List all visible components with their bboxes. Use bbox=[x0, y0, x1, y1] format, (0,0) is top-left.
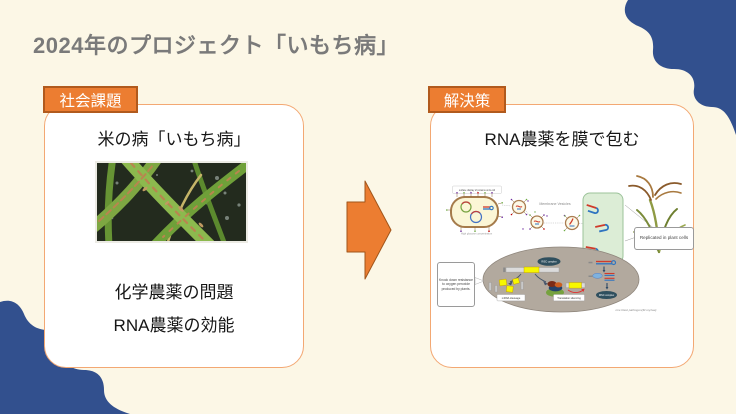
rice-blast-photo bbox=[85, 149, 252, 252]
right-card-heading: RNA農薬を膜で包む bbox=[484, 130, 640, 149]
membrane-vesicle-2 bbox=[529, 214, 545, 230]
rice-leaves bbox=[85, 149, 252, 252]
social-issue-card: 米の病「いもち病」 bbox=[44, 104, 304, 368]
ecoli-surface-spikes bbox=[447, 193, 502, 231]
glucose-caption: High glucose concentration bbox=[461, 232, 493, 236]
spike-tips bbox=[446, 192, 503, 232]
left-card-point-1: 化学農薬の問題 bbox=[114, 283, 234, 302]
mrna-fragments bbox=[488, 277, 524, 293]
ecoli-cell: surface display of proteins on E.coli bbox=[446, 185, 503, 236]
hairpin-rna bbox=[595, 223, 610, 233]
corner-blob-bottom-left-icon bbox=[0, 300, 130, 414]
corner-blob-top-right-icon bbox=[624, 0, 736, 135]
dicer-pathway: RISC complex bbox=[588, 260, 617, 299]
rice-blast-photo-frame bbox=[85, 149, 252, 252]
pathogen-label: rice blast pathogen(M.oryzae) bbox=[616, 308, 657, 312]
knockdown-callout-pointer bbox=[474, 277, 485, 285]
left-card-point-2: RNA農薬の効能 bbox=[113, 316, 235, 335]
rna-pesticide-diagram: surface display of proteins on E.coli bbox=[446, 175, 686, 313]
vesicles-label: Membrane Vesicles bbox=[539, 202, 571, 206]
mrna-cleavage-label: mRNA cleavage bbox=[502, 296, 521, 300]
membrane-vesicle-1 bbox=[510, 198, 528, 216]
slide-title: 2024年のプロジェクト「いもち病」 bbox=[33, 33, 399, 58]
risc-complex-top bbox=[537, 257, 561, 266]
blast-lesions bbox=[142, 186, 204, 228]
membrane-vesicle-3 bbox=[563, 214, 581, 232]
ecoli-caption: surface display of proteins on E.coli bbox=[459, 189, 496, 192]
translation-silencing-label: Translation silencing bbox=[557, 296, 581, 300]
knockdown-callout: Knock down resistance to oxygen peroxide… bbox=[437, 262, 475, 307]
transition-arrow-icon bbox=[346, 180, 392, 280]
hairpin-rna bbox=[586, 204, 599, 214]
left-card-heading: 米の病「いもち病」 bbox=[97, 130, 251, 149]
solution-card: RNA農薬を膜で包む surface display of proteins o… bbox=[430, 104, 694, 368]
risc-complex-bottom-label: RISC complex bbox=[599, 294, 615, 297]
replicated-callout: Replicated in plant cells bbox=[634, 227, 694, 250]
badge-solution: 解決策 bbox=[428, 86, 506, 113]
free-molecule-dots-green bbox=[534, 211, 566, 217]
badge-social-issue: 社会課題 bbox=[43, 86, 138, 113]
free-molecule-dots bbox=[522, 200, 548, 230]
risc-complex-top-label: RISC complex bbox=[541, 261, 557, 264]
pathogen-cell: RISC complex mRNA cleavage bbox=[474, 246, 640, 313]
